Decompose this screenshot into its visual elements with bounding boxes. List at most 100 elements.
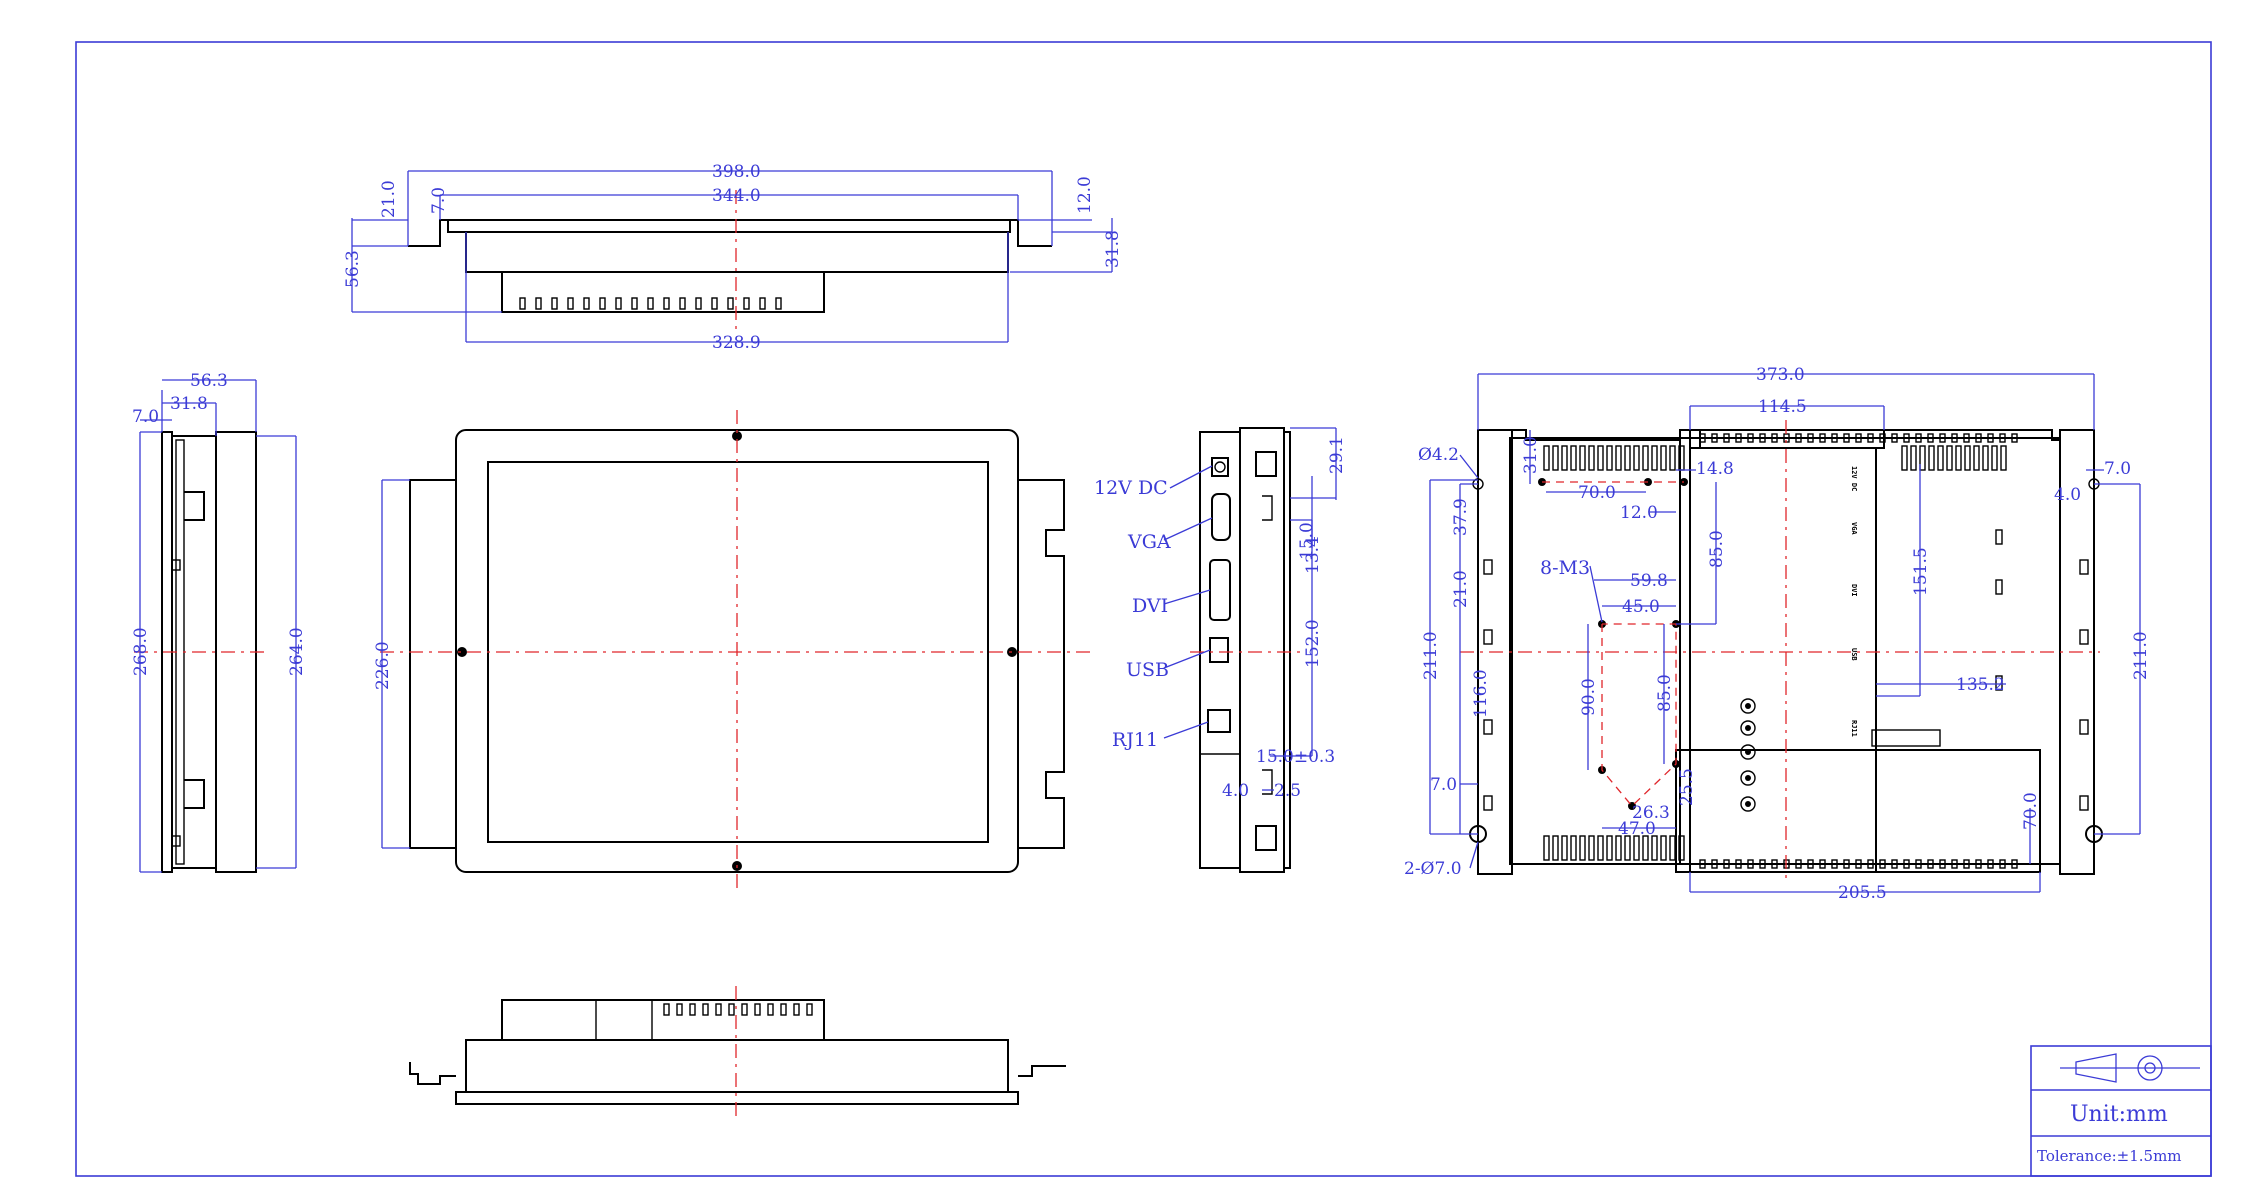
rear-view-side-holes	[1483, 529, 2089, 811]
title-block: Unit:mm Tolerance:±1.5mm	[2030, 1045, 2212, 1177]
dim-rear-12: 12.0	[1620, 503, 1658, 523]
control-knob	[1740, 744, 1756, 760]
leader-line	[1163, 517, 1213, 541]
vent-slot	[793, 1003, 800, 1016]
leader-line	[1163, 589, 1211, 605]
side-slot	[1483, 795, 1493, 811]
vent-slot	[647, 297, 654, 310]
dim-body-width: 328.9	[712, 333, 761, 353]
dim-rear-255: 25.5	[1677, 768, 1697, 806]
dim-ports-right-small: 2.5	[1274, 781, 1301, 801]
vent-slot	[1843, 859, 1850, 869]
dim-rear-211-right: 211.0	[2131, 631, 2151, 680]
ports-view: 12V DC VGA DVI USB RJ11 29.1 13.4 15.0 1…	[1094, 427, 1347, 873]
control-knob	[1740, 796, 1756, 812]
vent-slot	[1633, 835, 1640, 861]
vent-slot	[1928, 445, 1935, 471]
vent-slot	[743, 297, 750, 310]
vent-slot	[1735, 859, 1742, 869]
control-knob-center	[1745, 725, 1751, 731]
vent-slot	[551, 297, 558, 310]
vent-slot	[1735, 433, 1742, 443]
left-side-view: 56.3 31.8 7.0 268.0 264.0	[131, 371, 307, 873]
front-view: 226.0	[373, 410, 1090, 890]
control-knob	[1740, 698, 1756, 714]
vent-slot	[1939, 433, 1946, 443]
left-view-bracket-bottom	[184, 779, 205, 809]
dim-ports-left-small: 4.0	[1222, 781, 1249, 801]
leader-line	[1459, 454, 1479, 479]
vent-slot	[1964, 445, 1971, 471]
control-knob-center	[1745, 775, 1751, 781]
screw-hole	[1007, 647, 1017, 657]
vent-slot	[1951, 433, 1958, 443]
vent-slot	[1963, 859, 1970, 869]
vent-slot	[615, 297, 622, 310]
vent-slot	[1946, 445, 1953, 471]
label-rear-mount-holes: 8-M3	[1540, 557, 1590, 579]
side-slot	[2079, 795, 2089, 811]
vent-slot	[1588, 835, 1595, 861]
vent-slot	[1987, 433, 1994, 443]
side-slot	[2079, 629, 2089, 645]
vent-slot	[1711, 859, 1718, 869]
vent-slot	[583, 297, 590, 310]
dim-rear-598: 59.8	[1630, 571, 1668, 591]
dim-ports-top: 29.1	[1327, 436, 1347, 474]
dim-left-depth: 56.3	[190, 371, 228, 391]
vent-slot	[715, 1003, 722, 1016]
vent-slot	[519, 297, 526, 310]
port-label-usb: USB	[1126, 659, 1169, 681]
vent-slot	[1982, 445, 1989, 471]
rear-panel-label: VGA	[1850, 522, 1858, 535]
vent-slot	[1937, 445, 1944, 471]
vent-slot	[1723, 433, 1730, 443]
ports-view-bracket-top	[1255, 451, 1277, 477]
dim-frame-width: 344.0	[712, 186, 761, 206]
rear-view-body	[1509, 437, 2061, 865]
vent-slot	[1910, 445, 1917, 471]
vent-slot	[1999, 433, 2006, 443]
vent-slot	[1927, 433, 1934, 443]
vent-slot	[1855, 433, 1862, 443]
vent-slot	[1759, 859, 1766, 869]
dim-left-flange: 21.0	[379, 180, 399, 218]
title-block-box	[2030, 1045, 2212, 1177]
vent-slot	[1615, 445, 1622, 471]
bottom-view-panel	[595, 999, 653, 1041]
dim-left-step: 7.0	[429, 187, 449, 214]
vent-slot	[1723, 859, 1730, 869]
vent-slot	[1660, 445, 1667, 471]
dim-rear-70: 70.0	[1578, 483, 1616, 503]
mount-hole	[1628, 802, 1636, 810]
vent-slot	[1963, 433, 1970, 443]
vent-slot	[1879, 433, 1886, 443]
vent-slot	[1678, 835, 1685, 861]
vent-slot	[1987, 859, 1994, 869]
vent-slot	[679, 297, 686, 310]
vent-slot	[663, 1003, 670, 1016]
port-label-dc: 12V DC	[1094, 477, 1168, 499]
left-view-clip	[171, 559, 181, 571]
side-slot	[2079, 559, 2089, 575]
vent-slot	[1891, 433, 1898, 443]
dim-rear-263: 26.3	[1632, 803, 1670, 823]
dim-overall-width: 398.0	[712, 162, 761, 182]
dim-rear-1515: 151.5	[1911, 547, 1931, 596]
dim-left-inner-depth: 31.8	[170, 394, 208, 414]
vent-slot	[727, 297, 734, 310]
vent-slot	[728, 1003, 735, 1016]
vent-slot	[1711, 433, 1718, 443]
rear-panel-label: USB	[1850, 648, 1858, 661]
vga-port	[1211, 493, 1231, 541]
vent-slot	[702, 1003, 709, 1016]
dim-rear-4: 4.0	[2054, 485, 2081, 505]
dim-rear-47: 47.0	[1618, 819, 1656, 839]
title-block-unit: Unit:mm	[2070, 1102, 2168, 1127]
vent-slot	[1807, 859, 1814, 869]
dim-rear-70-bottom: 70.0	[2021, 792, 2041, 830]
dim-rear-116: 116.0	[1471, 669, 1491, 718]
vent-slot	[1973, 445, 1980, 471]
screw-hole	[732, 431, 742, 441]
vent-slot	[1795, 859, 1802, 869]
